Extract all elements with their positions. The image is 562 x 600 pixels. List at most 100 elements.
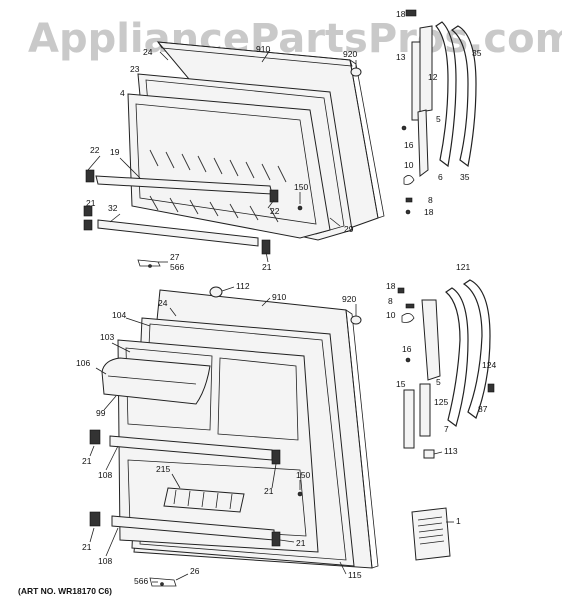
handle-screw (405, 9, 417, 17)
shelf-endcap-right (271, 449, 281, 465)
watermark: AppliancePartsPros.com (28, 16, 562, 62)
callout: 24 (143, 47, 153, 57)
handle-35 (450, 25, 477, 168)
handle-7 (445, 287, 469, 428)
callout: 21 (82, 542, 92, 552)
freezer-lower-shelf-bar (97, 219, 259, 247)
callout: 115 (348, 570, 362, 580)
callout: 108 (98, 556, 112, 566)
callout: 566 (134, 576, 148, 586)
callout: 910 (272, 292, 286, 302)
callout: 35 (460, 172, 470, 182)
callout: 15 (396, 379, 406, 389)
callout: 7 (444, 424, 449, 434)
handle-mount-5 (417, 109, 429, 177)
callout: 920 (343, 49, 357, 59)
callout: 150 (294, 182, 308, 192)
callout: 8 (428, 195, 433, 205)
callout: 5 (436, 114, 441, 124)
callout: 21 (296, 538, 306, 548)
handle-bar-125 (419, 383, 431, 437)
hinge-cover (137, 259, 161, 267)
fresh-food-handle-hardware (397, 279, 495, 561)
inner-door-liner (127, 93, 331, 239)
callout: 104 (112, 310, 126, 320)
handle-bar-15 (403, 389, 415, 449)
callout: 566 (170, 262, 184, 272)
handle-cover-10 (403, 175, 415, 185)
callout: 22 (270, 206, 280, 216)
callout: 6 (438, 172, 443, 182)
callout: 26 (190, 566, 200, 576)
callout: 4 (120, 88, 125, 98)
callout: 32 (108, 203, 118, 213)
callout: 920 (342, 294, 356, 304)
screw (297, 205, 303, 211)
owner-manual (411, 507, 451, 561)
callout: 21 (86, 198, 96, 208)
callout: 8 (388, 296, 393, 306)
shelf-endcap-left (85, 169, 95, 183)
callout: 27 (170, 252, 180, 262)
callout: 103 (100, 332, 114, 342)
door-stop (350, 315, 362, 325)
freezer-door-assembly (83, 41, 385, 268)
callout: 108 (98, 470, 112, 480)
callout: 125 (434, 397, 448, 407)
freezer-leader-lines (87, 49, 357, 263)
callout: 19 (110, 147, 120, 157)
callout: 99 (96, 408, 106, 418)
freezer-handle-hardware (401, 9, 477, 215)
dairy-door (101, 357, 211, 405)
callout: 22 (90, 145, 100, 155)
callout: 215 (156, 464, 170, 474)
callout: 106 (76, 358, 90, 368)
egg-tray (163, 487, 245, 513)
shelf-endcap-right-lower (271, 531, 281, 547)
callout: 18 (396, 9, 406, 19)
callout: 10 (404, 160, 414, 170)
callout: 18 (424, 207, 434, 217)
callout: 113 (444, 446, 458, 456)
shelf-endcap-left-lower (83, 205, 93, 217)
handle-mount-5 (421, 299, 441, 381)
callout: 21 (82, 456, 92, 466)
callout: 21 (264, 486, 274, 496)
callout: 23 (130, 64, 140, 74)
freezer-shelf-grid (149, 149, 287, 223)
callout: 124 (482, 360, 496, 370)
fresh-food-door-assembly (89, 286, 379, 587)
shelf-endcap-left-lower (89, 511, 101, 527)
shelf-endcap-right-lower (261, 239, 271, 255)
shelf-endcap-right (269, 189, 279, 203)
handle-bar-13 (411, 41, 421, 121)
callout: 13 (396, 52, 406, 62)
shelf-endcap-left (89, 429, 101, 445)
hinge-cover (149, 577, 177, 587)
callout: 35 (472, 48, 482, 58)
callout: 12 (428, 72, 438, 82)
callout: 87 (478, 404, 488, 414)
callout: 150 (296, 470, 310, 480)
callout: 16 (402, 344, 412, 354)
handle-cap-113 (423, 449, 435, 459)
callout: 21 (262, 262, 272, 272)
callout: 24 (158, 298, 168, 308)
callout: 1 (456, 516, 461, 526)
callout: 18 (386, 281, 396, 291)
fresh-food-leader-lines (89, 286, 454, 583)
callout: 5 (436, 377, 441, 387)
screw (297, 491, 303, 497)
plug (209, 286, 223, 298)
callout: 16 (404, 140, 414, 150)
callout: 910 (256, 44, 270, 54)
handle-121 (462, 279, 491, 419)
callout: 29 (344, 224, 354, 234)
handle-bar-12 (419, 25, 433, 113)
fresh-food-callouts: 112 24 910 920 18 121 104 8 10 103 106 1… (76, 262, 496, 586)
callout: 121 (456, 262, 470, 272)
callout: 112 (236, 281, 250, 291)
freezer-callouts: 18 24 910 920 13 12 35 23 4 5 22 19 16 6… (86, 9, 482, 272)
